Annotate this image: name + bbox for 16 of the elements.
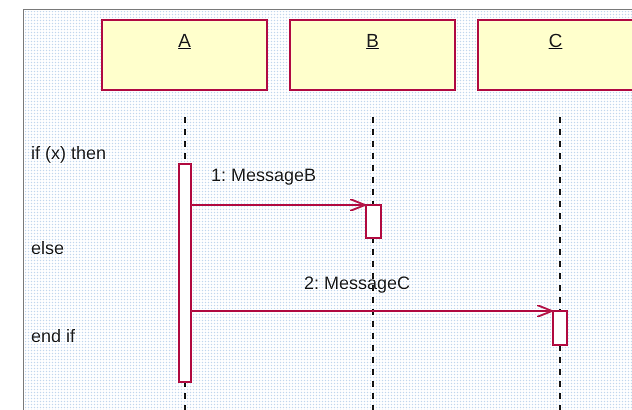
activation-bar <box>178 163 192 383</box>
message-label: 1: MessageB <box>211 165 316 185</box>
lifeline-head-box <box>477 19 632 91</box>
object-name: C <box>548 31 562 54</box>
object-name: B <box>366 31 379 54</box>
condition-note: if (x) then <box>31 143 106 163</box>
condition-note: end if <box>31 326 76 346</box>
condition-note: else <box>31 238 64 258</box>
activation-bar <box>365 204 382 239</box>
activation-bar <box>552 310 568 346</box>
message-arrow <box>192 304 553 318</box>
lifeline-head-box <box>101 19 268 91</box>
message-label: 2: MessageC <box>304 273 410 293</box>
object-name: A <box>178 31 191 54</box>
message-arrow <box>192 198 366 212</box>
lifeline-head-box <box>289 19 456 91</box>
